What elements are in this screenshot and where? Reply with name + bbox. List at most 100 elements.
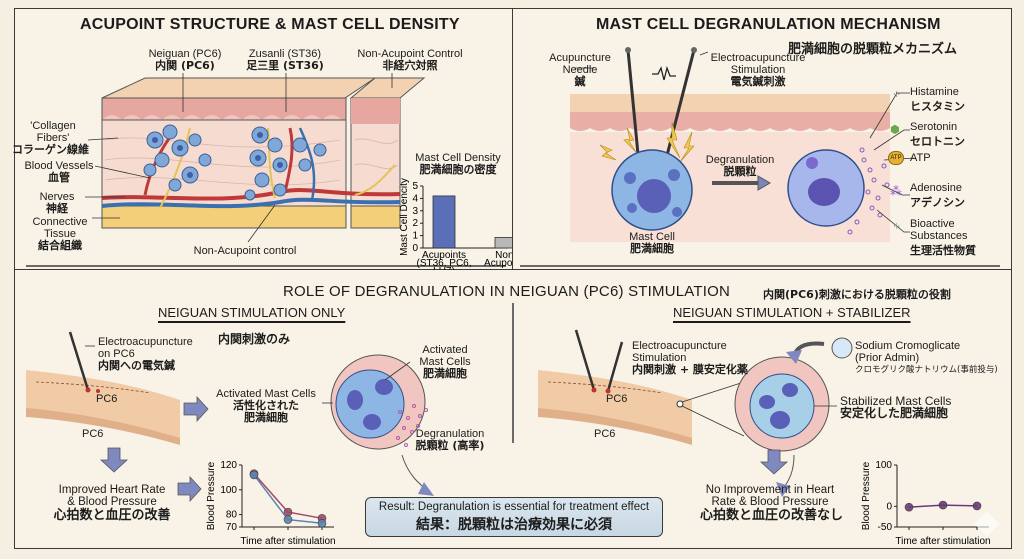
neiguan-only-illustration [26,331,434,503]
data-point [904,502,914,512]
collagen-fibers-label: 'Collagen Fibers' コラーゲン線維 [12,120,89,156]
bioactive-ja: 生理活性物質 [910,244,976,257]
ea-stab-en2: Stimulation [632,352,687,364]
improved-outcome-label: Improved Heart Rate & Blood Pressure 心拍数… [52,484,172,522]
improved-en2: & Blood Pressure [67,496,157,508]
stabilized-mast-cells-label: Stabilized Mast Cells 安定化した肥満細胞 [840,395,951,419]
y-tick-label: 0 [412,243,418,254]
control-ja: 非経穴対照 [382,59,438,72]
electroacupuncture-label: Electroacupuncture Stimulation 電気鍼刺激 [708,52,808,88]
improved-ja: 心拍数と血圧の改善 [53,508,171,523]
x-tick-label: (ST36, PC6, [416,258,471,269]
degranulation-high-ja: 脱顆粒 (高率) [415,439,485,452]
activated-ja1: 活性化された [233,399,299,412]
degranulation-high-en: Degranulation [415,428,485,440]
needle-ja: 鍼 [574,75,586,88]
pc6-point-label: PC6 [96,393,118,405]
mediator-atp: ATP ATP [888,151,931,165]
y-axis-label: Blood Pressure [206,461,217,530]
adenosine-en: Adenosine [910,182,962,194]
mediator-adenosine: ⁂ Adenosine アデノシン [890,182,965,210]
pc6-wrist-label: PC6 [82,428,104,440]
density-chart-title-en: Mast Cell Density [415,152,501,164]
adenosine-cluster-icon: ⁂ [890,184,902,198]
x-axis-label: Time after stimulation [240,536,335,547]
circle-activated-ja: 肥満細胞 [423,367,467,380]
needle-icon [574,329,596,391]
serotonin-ja: セロトニン [910,135,965,148]
section-divider [520,265,1000,267]
y-tick-label: 2 [412,218,418,229]
curved-arrow-icon [418,482,434,496]
drug-en1: Sodium Cromoglicate [855,340,961,352]
y-tick-label: 100 [875,460,892,471]
degranulation-en: Degranulation [705,154,775,166]
stim-en: Electroacupuncture Stimulation [710,52,806,76]
mast-cell-label: Mast Cell 肥満細胞 [622,231,682,255]
degranulation-high-label: Degranulation 脱顆粒 (高率) [410,428,490,452]
vessels-en: Blood Vessels [24,160,94,172]
serotonin-molecule-icon: ⬢ [890,123,900,136]
degranulation-dots [396,404,428,447]
y-tick-label: 70 [226,522,238,533]
improved-en1: Improved Heart Rate [58,484,166,496]
zusanli-ja: 足三里 (ST36) [246,59,324,72]
mediator-bioactive: ⁘ Bioactive Substances 生理活性物質 [892,218,976,258]
degranulation-ja: 脱顆粒 [723,165,757,178]
no-improvement-label: No Improvement in Heart Rate & Blood Pre… [700,484,844,523]
released-granules [847,147,890,235]
neiguan-stabilizer-heading: NEIGUAN STIMULATION + STABILIZER [673,305,911,320]
nerves-en: Nerves [39,191,75,203]
degranulation-label: Degranulation 脱顆粒 [700,154,780,178]
atp-en: ATP [910,152,931,164]
ea-en: Electroacupuncture on PC6 [98,336,193,360]
mast-cell-ja: 肥満細胞 [630,242,674,255]
ea-stabilizer-label: Electroacupuncture Stimulation 内関刺激 + 膜安… [632,340,748,376]
non-acupoint-control-label: Non-Acupoint Control 非経穴対照 [350,48,470,72]
section-divider [26,265,506,267]
y-tick-label: 3 [412,206,418,217]
y-tick-label: 100 [220,485,237,496]
no-improvement-ja: 心拍数と血圧の改善なし [700,508,844,523]
y-tick-label: 1 [412,231,418,242]
needle-icon [606,341,624,392]
collagen-ja: コラーゲン線維 [12,143,89,156]
stabilized-ja: 安定化した肥満細胞 [840,406,949,420]
neiguan-en: Neiguan (PC6) [148,48,222,60]
down-arrow-icon [759,449,789,475]
circle-activated-en: Activated Mast Cells [419,344,471,368]
data-point [317,518,327,528]
result-ja: 結果：脱顆粒は治療効果に必須 [416,517,612,533]
connective-tissue-label: Connective Tissue 結合組織 [28,216,92,252]
drug-ja: クロモグリク酸ナトリウム(事前投与) [855,365,998,375]
y-tick-label: 0 [886,501,892,512]
circle-activated-label: Activated Mast Cells 肥満細胞 [415,344,475,380]
right-arrow-icon [183,395,209,423]
zusanli-label: Zusanli (ST36) 足三里 (ST36) [245,48,325,72]
electric-signal-icon [652,65,676,81]
drug-capsule-icon [831,337,853,359]
drug-en2: (Prior Admin) [855,352,920,364]
control-en: Non-Acupoint Control [357,48,463,60]
collagen-en: 'Collagen Fibers' [30,120,76,144]
nerves-label: Nerves 神経 [30,191,84,215]
stim-ja: 電気鍼刺激 [730,75,786,88]
no-improvement-en2: Rate & Blood Pressure [711,496,829,508]
activated-mast-cells-label: Activated Mast Cells 活性化された 肥満細胞 [210,388,322,424]
result-en: Result: Degranulation is essential for t… [378,501,650,513]
y-tick-label: 120 [220,460,237,471]
zusanli-en: Zusanli (ST36) [248,48,322,60]
column-divider [512,303,514,443]
data-point [283,515,293,524]
histamine-ja: ヒスタミン [910,100,965,113]
bioactive-en: Bioactive Substances [910,218,968,242]
acupuncture-needle-label: Acupuncture Needle 鍼 [540,52,620,88]
non-acupoint-control-bottom-label: Non-Acupoint control [193,245,297,257]
atp-badge-icon: ATP [888,151,904,165]
density-chart-title: Mast Cell Density 肥満細胞の密度 [408,152,508,176]
y-axis-label: Blood Pressure [861,461,872,530]
data-point [938,500,948,510]
needle-head-icon [625,47,631,53]
connective-en: Connective Tissue [32,216,88,240]
